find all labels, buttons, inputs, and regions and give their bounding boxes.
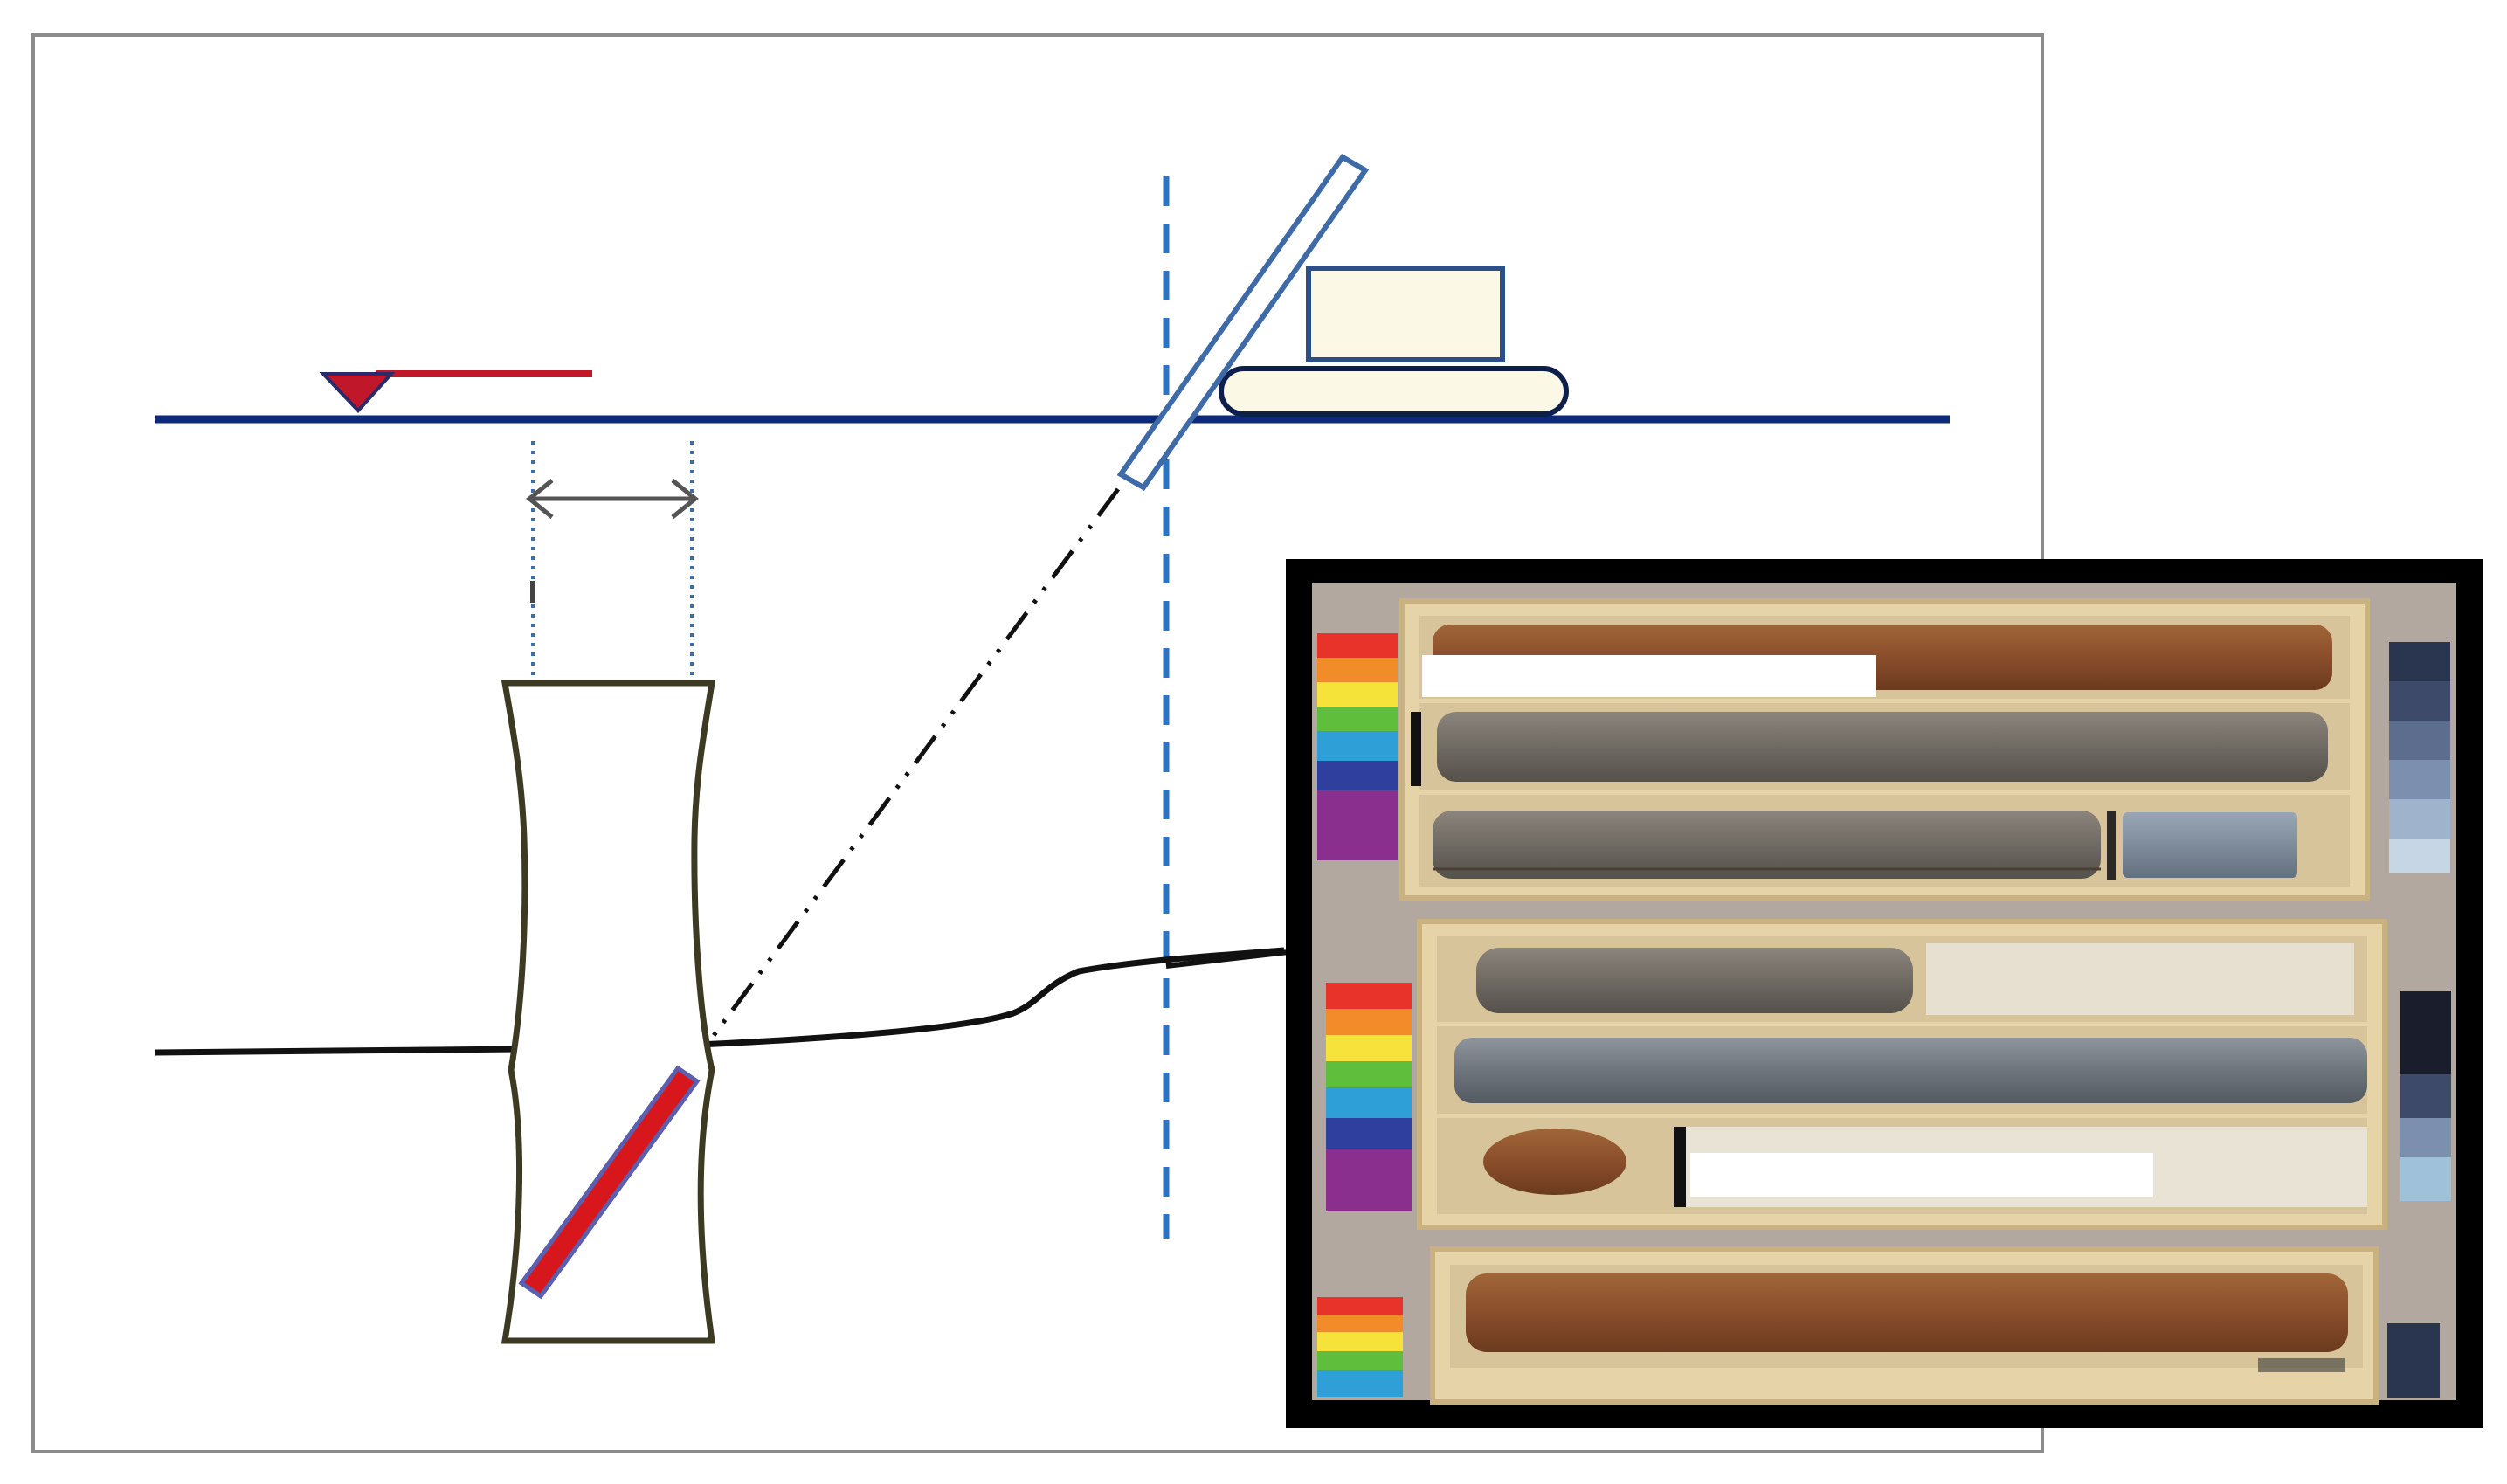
grey-scale-chart-middle	[2400, 991, 2451, 1201]
drill-rig-icon	[1116, 154, 1569, 491]
core-box-bottom	[1430, 1246, 2379, 1405]
water-table-triangle-icon	[319, 372, 396, 413]
color-scale-chart-top	[1317, 633, 1398, 860]
core-segment	[1437, 712, 2328, 782]
core-box-photo	[1286, 559, 2483, 1428]
color-scale-chart-bottom	[1317, 1297, 1403, 1397]
drill-rig-track	[1219, 366, 1569, 417]
core-fragment	[1483, 1129, 1626, 1195]
label-bar-redacted	[1422, 655, 1876, 697]
grey-scale-chart-top	[2389, 642, 2450, 873]
inclined-drill-rod	[1116, 154, 1370, 491]
layer-boundary-line	[155, 947, 1285, 1056]
core-box-middle	[1417, 919, 2387, 1230]
drill-rig-cab	[1306, 266, 1505, 362]
double-arrow-icon	[526, 479, 699, 519]
color-scale-chart-middle	[1326, 983, 1412, 1211]
photo-leader-line	[1165, 949, 1289, 969]
core-segment	[1433, 811, 2101, 879]
core-segment	[1476, 948, 1913, 1013]
inclined-core-sample	[518, 1065, 701, 1300]
water-table-marker	[319, 370, 592, 413]
core-segment	[1466, 1273, 2348, 1352]
grey-scale-chart-bottom	[2387, 1323, 2440, 1398]
core-box-top	[1399, 598, 2370, 901]
borehole-outline	[501, 680, 716, 1344]
label-bar-redacted	[1690, 1153, 2153, 1197]
core-segment	[2123, 812, 2297, 878]
core-segment	[1454, 1038, 2367, 1103]
